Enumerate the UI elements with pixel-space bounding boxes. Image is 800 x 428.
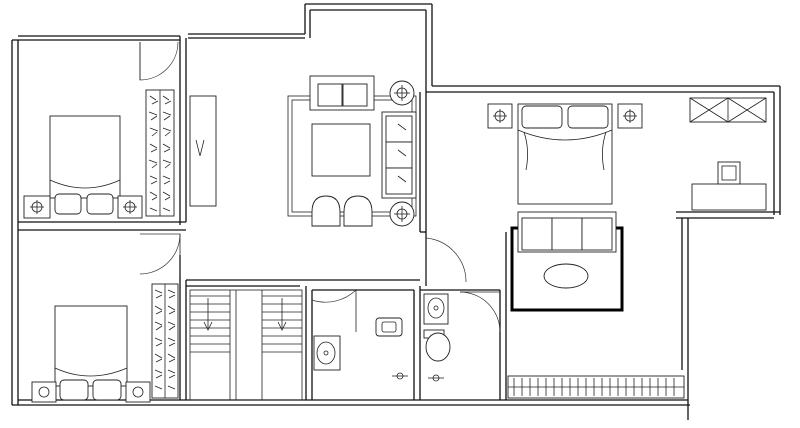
armchair (311, 195, 341, 227)
nightstand (487, 103, 513, 129)
armchair (343, 195, 373, 227)
side-table (389, 80, 415, 106)
nightstand (31, 381, 57, 403)
bedroom-top-left (23, 89, 175, 219)
nightstand (617, 103, 643, 129)
wardrobe (145, 89, 175, 217)
sofa (381, 111, 417, 199)
tv-cabinet (189, 95, 217, 207)
squat-toilet (375, 317, 403, 337)
double-bed (49, 115, 121, 215)
exterior-walls (11, 3, 781, 420)
wardrobe (507, 375, 685, 399)
double-bed (54, 305, 128, 401)
stairs (189, 289, 303, 401)
side-table (389, 201, 415, 227)
wardrobe (151, 283, 179, 399)
sofa (309, 75, 375, 111)
bathroom-right (423, 293, 451, 382)
double-bed (517, 103, 613, 205)
sink (423, 293, 449, 325)
living-room (287, 75, 417, 227)
doors (139, 41, 501, 333)
toilet (423, 329, 451, 362)
bedroom-bottom-left (31, 283, 179, 403)
sofa (517, 211, 617, 253)
master-bedroom (487, 97, 767, 399)
nightstand (125, 381, 151, 403)
interior-walls (18, 38, 507, 400)
coffee-table (543, 263, 589, 289)
desk (691, 183, 767, 211)
chair (717, 161, 741, 185)
coffee-table (311, 123, 371, 177)
bathroom-left (313, 317, 408, 380)
cabinet (689, 97, 767, 123)
sink (313, 335, 341, 371)
